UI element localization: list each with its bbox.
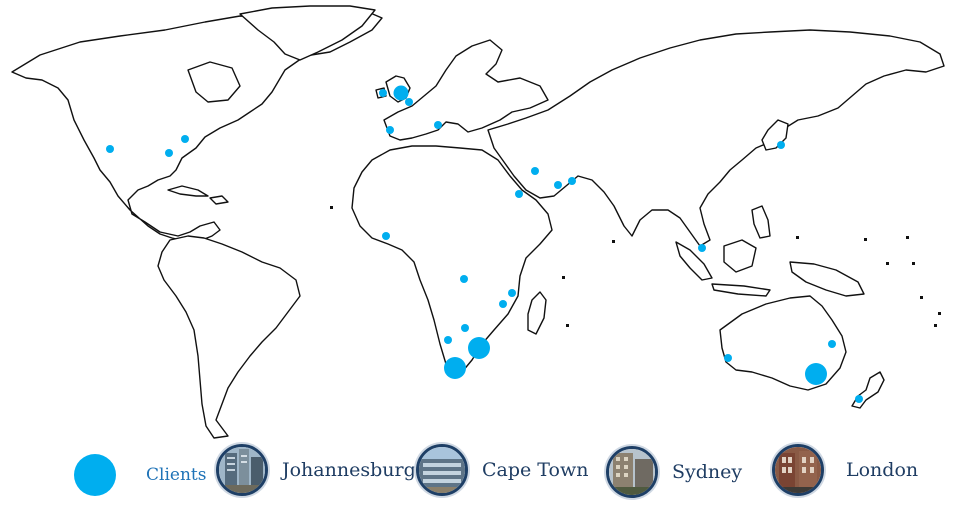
atlantic-island bbox=[330, 206, 333, 209]
client-marker[interactable] bbox=[468, 337, 490, 359]
client-marker[interactable] bbox=[444, 336, 452, 344]
java bbox=[711, 283, 771, 297]
client-marker[interactable] bbox=[165, 149, 173, 157]
client-marker[interactable] bbox=[499, 300, 507, 308]
pacific-island bbox=[796, 236, 799, 239]
client-marker[interactable] bbox=[461, 324, 469, 332]
client-marker[interactable] bbox=[393, 85, 409, 101]
legend-office-label: Sydney bbox=[672, 461, 743, 483]
pacific-island bbox=[912, 262, 915, 265]
map-legend: Clients Johannesburg bbox=[0, 438, 962, 508]
client-marker-swatch bbox=[74, 454, 116, 496]
office-building-photo bbox=[416, 444, 468, 496]
client-marker[interactable] bbox=[698, 244, 706, 252]
indian-ocean-island bbox=[566, 324, 569, 327]
client-marker[interactable] bbox=[805, 363, 827, 385]
client-marker[interactable] bbox=[379, 89, 387, 97]
client-marker[interactable] bbox=[568, 177, 576, 185]
pacific-island bbox=[864, 238, 867, 241]
client-marker[interactable] bbox=[181, 135, 189, 143]
hudson-bay bbox=[187, 61, 241, 103]
legend-office-cape-town[interactable]: Cape Town bbox=[416, 444, 588, 496]
pacific-island bbox=[920, 296, 923, 299]
africa-landmass bbox=[351, 145, 553, 377]
client-marker[interactable] bbox=[508, 289, 516, 297]
world-map bbox=[11, 5, 945, 439]
client-marker[interactable] bbox=[106, 145, 114, 153]
office-building-photo bbox=[216, 444, 268, 496]
pacific-island bbox=[938, 312, 941, 315]
australia-landmass bbox=[719, 295, 847, 391]
legend-clients-label: Clients bbox=[146, 465, 207, 485]
madagascar bbox=[527, 291, 547, 335]
office-building-photo bbox=[772, 444, 824, 496]
greenland bbox=[239, 5, 376, 61]
pacific-island bbox=[886, 262, 889, 265]
client-marker[interactable] bbox=[386, 126, 394, 134]
client-marker[interactable] bbox=[515, 190, 523, 198]
indian-ocean-island bbox=[562, 276, 565, 279]
client-markers bbox=[106, 85, 863, 403]
client-marker[interactable] bbox=[554, 181, 562, 189]
caribbean-islands bbox=[167, 185, 209, 197]
borneo bbox=[723, 239, 757, 273]
indian-ocean-island bbox=[612, 240, 615, 243]
office-building-photo bbox=[606, 446, 658, 498]
legend-office-london[interactable]: London bbox=[772, 444, 918, 496]
legend-clients: Clients bbox=[74, 454, 206, 496]
client-marker[interactable] bbox=[460, 275, 468, 283]
sumatra bbox=[675, 241, 713, 281]
asia-landmass bbox=[487, 29, 945, 247]
legend-office-label: Cape Town bbox=[482, 459, 589, 481]
south-america-landmass bbox=[157, 235, 301, 439]
client-marker[interactable] bbox=[777, 141, 785, 149]
client-marker[interactable] bbox=[434, 121, 442, 129]
legend-office-label: Johannesburg bbox=[282, 459, 416, 481]
legend-office-label: London bbox=[846, 459, 919, 481]
client-marker[interactable] bbox=[531, 167, 539, 175]
client-marker[interactable] bbox=[724, 354, 732, 362]
legend-office-johannesburg[interactable]: Johannesburg bbox=[216, 444, 416, 496]
client-marker[interactable] bbox=[828, 340, 836, 348]
legend-office-sydney[interactable]: Sydney bbox=[606, 446, 742, 498]
philippines bbox=[751, 205, 771, 239]
new-guinea bbox=[789, 261, 865, 297]
client-marker[interactable] bbox=[382, 232, 390, 240]
client-marker[interactable] bbox=[444, 357, 466, 379]
hispaniola bbox=[209, 195, 229, 205]
new-zealand bbox=[851, 371, 885, 409]
client-marker[interactable] bbox=[855, 395, 863, 403]
europe-landmass bbox=[383, 39, 549, 141]
client-marker[interactable] bbox=[405, 98, 413, 106]
pacific-island bbox=[934, 324, 937, 327]
pacific-island bbox=[906, 236, 909, 239]
